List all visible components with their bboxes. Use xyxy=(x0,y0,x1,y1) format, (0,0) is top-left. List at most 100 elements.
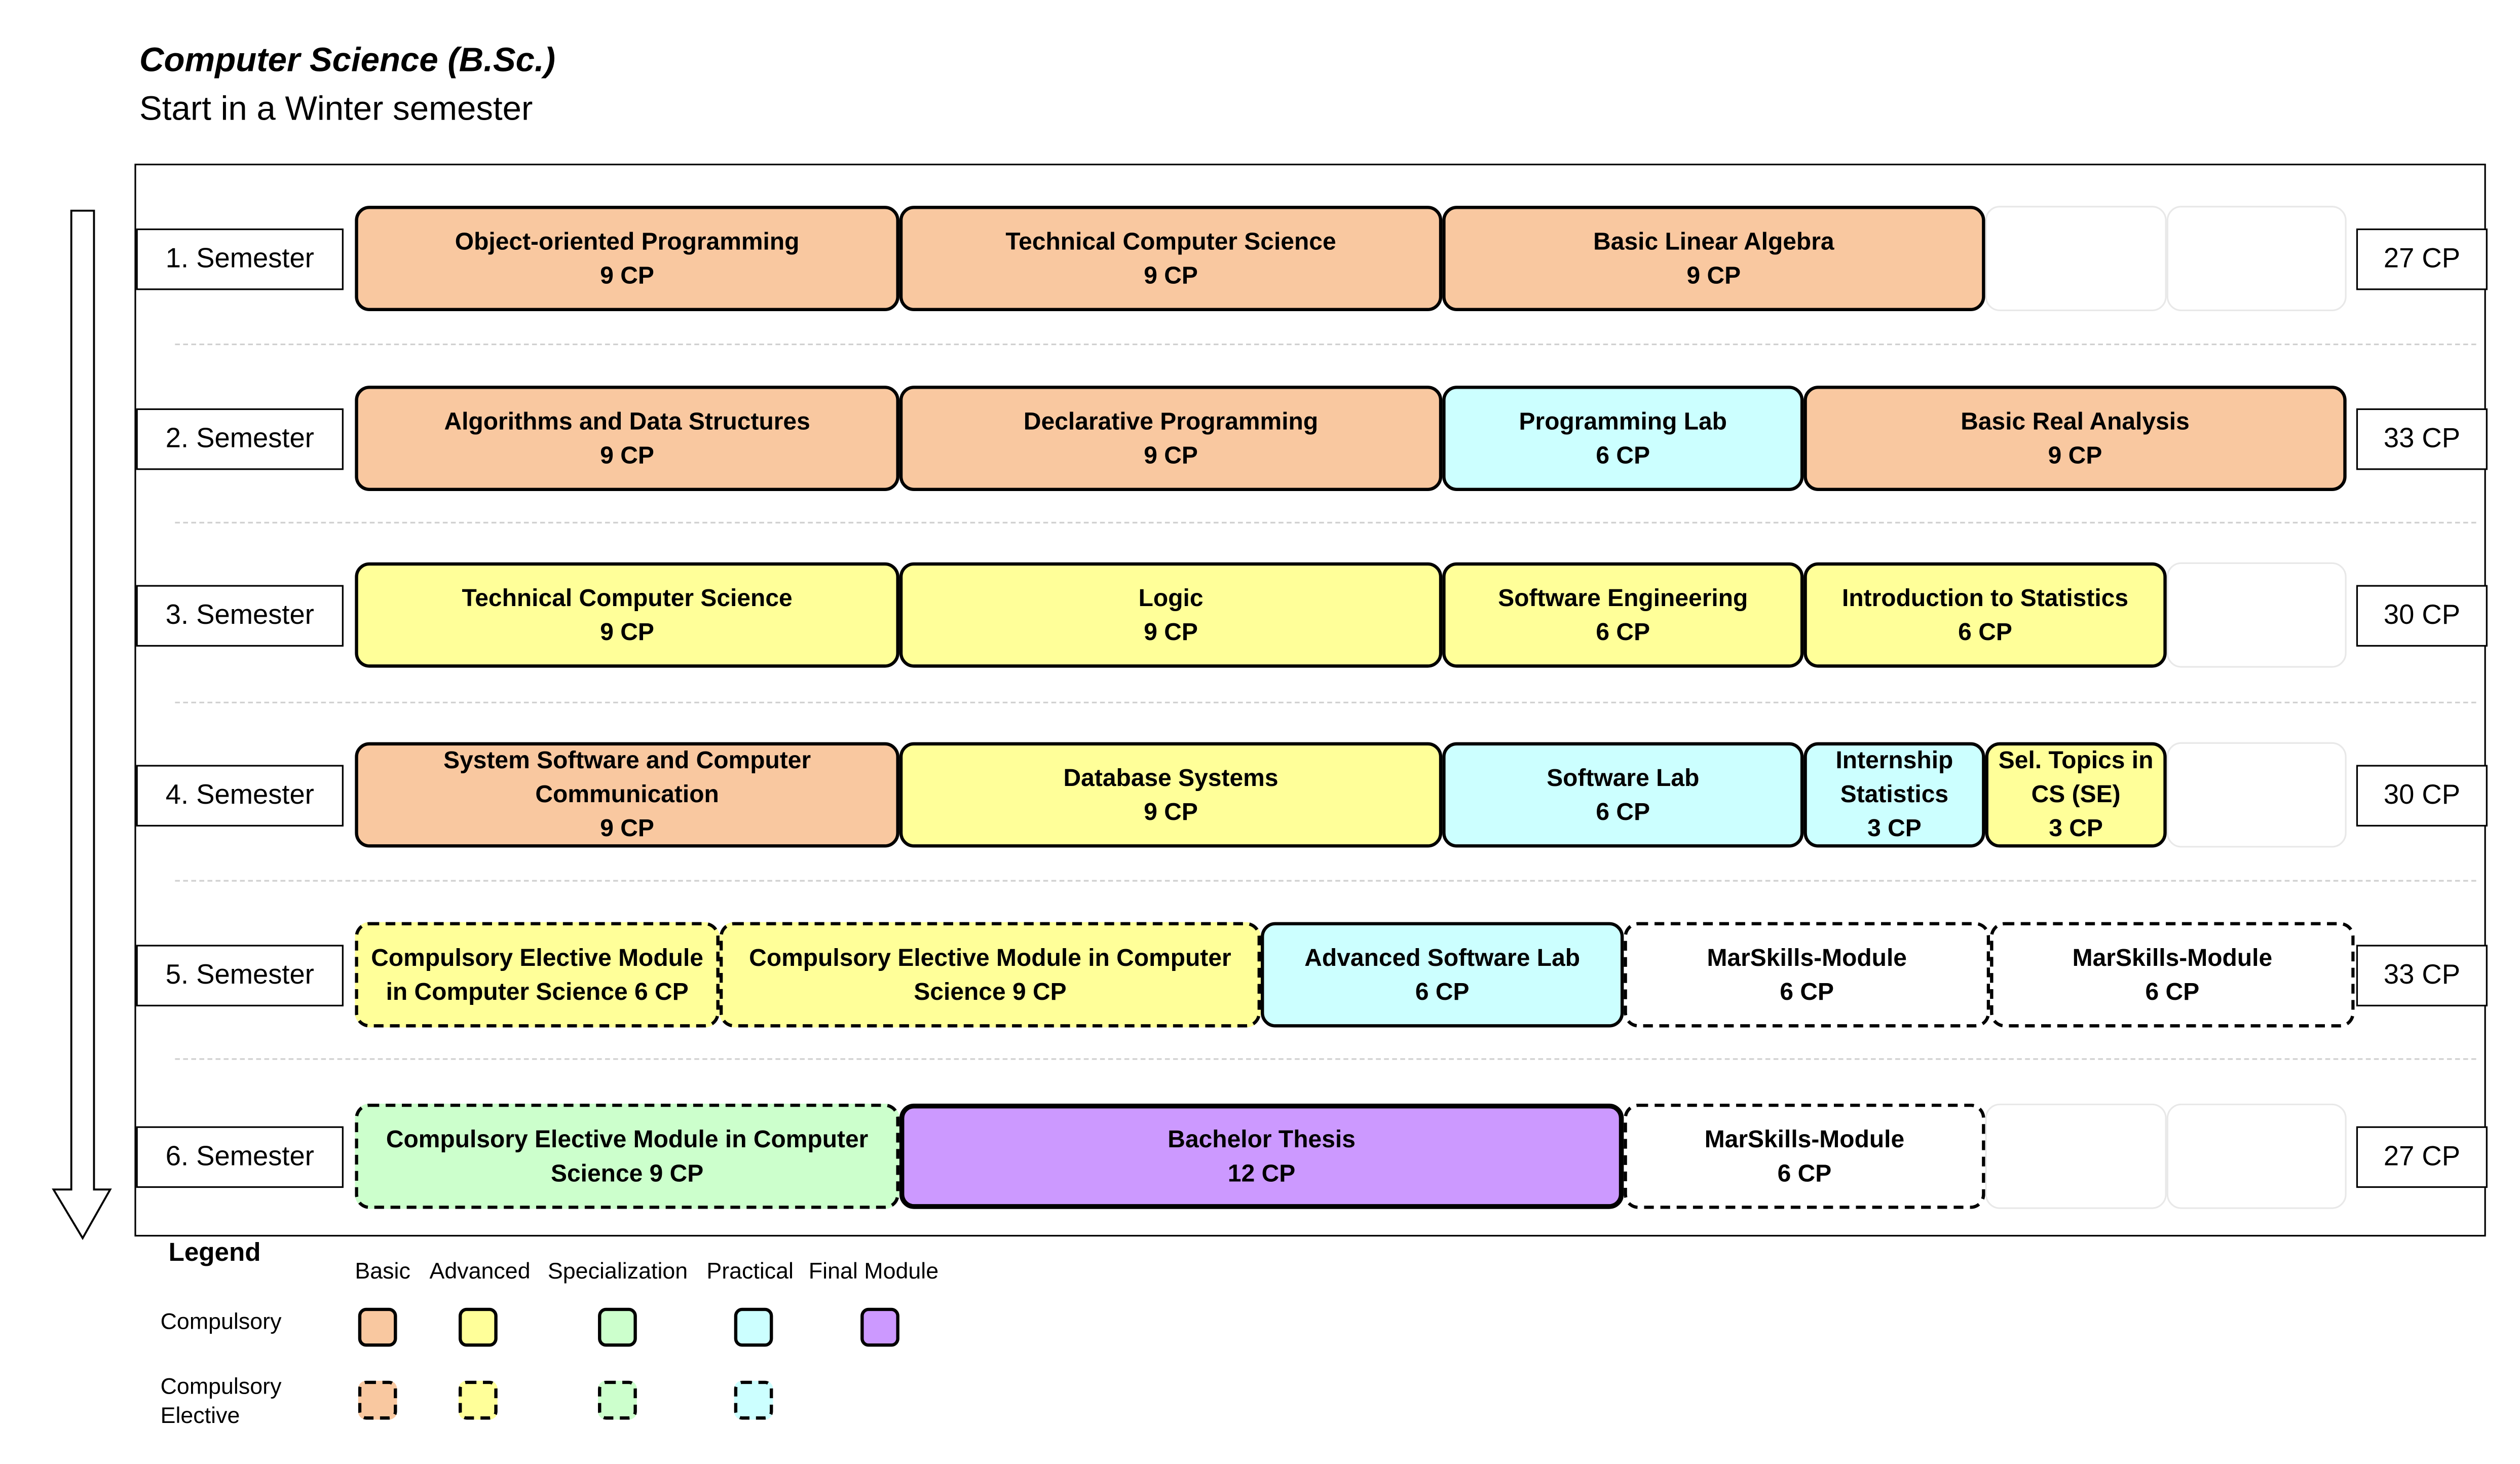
module-credits: 6 CP xyxy=(1415,978,1470,1006)
module-box: Programming Lab 6 CP xyxy=(1442,386,1804,491)
plan-frame xyxy=(134,163,2486,1237)
module-name: Advanced Software Lab xyxy=(1304,944,1581,972)
module-credits: 3 CP xyxy=(1867,815,1922,843)
module-credits: 6 CP xyxy=(1780,978,1834,1006)
module-name: Programming Lab xyxy=(1519,407,1727,435)
legend-swatch xyxy=(598,1307,637,1347)
module-name: Sel. Topics in CS (SE) xyxy=(1998,747,2154,809)
module-credits: 9 CP xyxy=(600,815,654,843)
module-box: Basic Linear Algebra 9 CP xyxy=(1442,206,1985,312)
module-credits: 9 CP xyxy=(1144,441,1198,469)
module-name: Internship Statistics xyxy=(1835,747,1953,809)
module-box: Object-oriented Programming 9 CP xyxy=(355,206,899,312)
empty-slot xyxy=(2166,742,2347,848)
page-title: Computer Science (B.Sc.) xyxy=(139,42,556,80)
module-credits: 9 CP xyxy=(600,618,654,646)
module-credits: 9 CP xyxy=(1144,798,1198,826)
semester-credit-total: 33 CP xyxy=(2356,408,2488,470)
module-box: Advanced Software Lab 6 CP xyxy=(1261,922,1624,1028)
semester-label: 2. Semester xyxy=(136,408,344,470)
module-box: System Software and Computer Communicati… xyxy=(355,742,899,848)
down-arrow-icon xyxy=(52,209,112,1241)
module-name: MarSkills-Module xyxy=(2072,944,2273,972)
module-name: Bachelor Thesis xyxy=(1168,1125,1356,1153)
module-credits: 6 CP xyxy=(1596,798,1650,826)
module-name: Software Engineering xyxy=(1498,584,1748,612)
module-name: Software Lab xyxy=(1547,764,1700,792)
module-credits: 3 CP xyxy=(2049,815,2103,843)
module-name: Introduction to Statistics xyxy=(1842,584,2129,612)
legend-swatch xyxy=(459,1380,498,1420)
semester-separator xyxy=(175,701,2476,703)
module-box: Compulsory Elective Module in Computer S… xyxy=(355,922,720,1028)
module-name: Technical Computer Science xyxy=(1005,228,1336,255)
empty-slot xyxy=(2166,562,2347,668)
legend-swatch xyxy=(459,1307,498,1347)
module-box: Compulsory Elective Module in Computer S… xyxy=(719,922,1261,1028)
module-credits: 6 CP xyxy=(1596,441,1650,469)
module-name: Compulsory Elective Module in Computer S… xyxy=(749,944,1231,1006)
legend-column-header: Advanced xyxy=(429,1257,531,1284)
legend-swatch xyxy=(734,1307,773,1347)
semester-label: 6. Semester xyxy=(136,1126,344,1188)
module-box: Compulsory Elective Module in Computer S… xyxy=(355,1103,899,1209)
empty-slot xyxy=(1985,1103,2167,1209)
module-credits: 9 CP xyxy=(1686,261,1741,289)
module-box: Technical Computer Science 9 CP xyxy=(355,562,899,668)
legend-column-header: Practical xyxy=(706,1257,794,1284)
module-name: Compulsory Elective Module in Computer S… xyxy=(386,1125,869,1187)
semester-label: 4. Semester xyxy=(136,765,344,827)
module-credits: 6 CP xyxy=(2145,978,2200,1006)
module-credits: 9 CP xyxy=(1144,618,1198,646)
module-credits: 6 CP xyxy=(1958,618,2012,646)
legend-swatch xyxy=(358,1307,397,1347)
module-name: Basic Linear Algebra xyxy=(1593,228,1834,255)
module-name: MarSkills-Module xyxy=(1707,944,1907,972)
legend-column-header: Final Module xyxy=(808,1257,939,1284)
semester-separator xyxy=(175,1058,2476,1060)
module-credits: 12 CP xyxy=(1227,1159,1296,1187)
module-credits: 6 CP xyxy=(1777,1159,1832,1187)
legend-swatch xyxy=(734,1380,773,1420)
module-name: Technical Computer Science xyxy=(462,584,793,612)
module-name: System Software and Computer Communicati… xyxy=(443,747,811,809)
semester-credit-total: 30 CP xyxy=(2356,765,2488,827)
module-name: Declarative Programming xyxy=(1023,407,1319,435)
legend-swatch xyxy=(358,1380,397,1420)
module-credits: 9 CP xyxy=(2048,441,2102,469)
module-name: Database Systems xyxy=(1063,764,1278,792)
module-name: MarSkills-Module xyxy=(1704,1125,1905,1153)
legend-column-header: Specialization xyxy=(547,1257,688,1284)
module-name: Logic xyxy=(1138,584,1203,612)
empty-slot xyxy=(1985,206,2167,312)
page-subtitle: Start in a Winter semester xyxy=(139,91,533,128)
legend-row-label: Compulsory Elective xyxy=(160,1372,282,1428)
semester-separator xyxy=(175,521,2476,523)
legend-swatch xyxy=(860,1307,899,1347)
empty-slot xyxy=(2166,206,2347,312)
semester-label: 3. Semester xyxy=(136,585,344,647)
module-box: MarSkills-Module 6 CP xyxy=(1624,1103,1985,1209)
semester-credit-total: 27 CP xyxy=(2356,228,2488,290)
module-credits: 9 CP xyxy=(600,441,654,469)
legend-title: Legend xyxy=(168,1240,261,1267)
semester-label: 1. Semester xyxy=(136,228,344,290)
semester-separator xyxy=(175,343,2476,346)
module-box: MarSkills-Module 6 CP xyxy=(1990,922,2355,1028)
module-box: Bachelor Thesis 12 CP xyxy=(899,1103,1624,1209)
module-box: Software Engineering 6 CP xyxy=(1442,562,1804,668)
semester-separator xyxy=(175,880,2476,882)
empty-slot xyxy=(2166,1103,2347,1209)
module-credits: 9 CP xyxy=(600,261,654,289)
module-box: Software Lab 6 CP xyxy=(1442,742,1804,848)
module-box: Declarative Programming 9 CP xyxy=(899,386,1443,491)
module-credits: 9 CP xyxy=(1144,261,1198,289)
module-box: Sel. Topics in CS (SE) 3 CP xyxy=(1985,742,2167,848)
module-name: Object-oriented Programming xyxy=(455,228,800,255)
module-box: Technical Computer Science 9 CP xyxy=(899,206,1443,312)
module-credits: 6 CP xyxy=(1596,618,1650,646)
legend-row-label: Compulsory xyxy=(160,1307,282,1334)
